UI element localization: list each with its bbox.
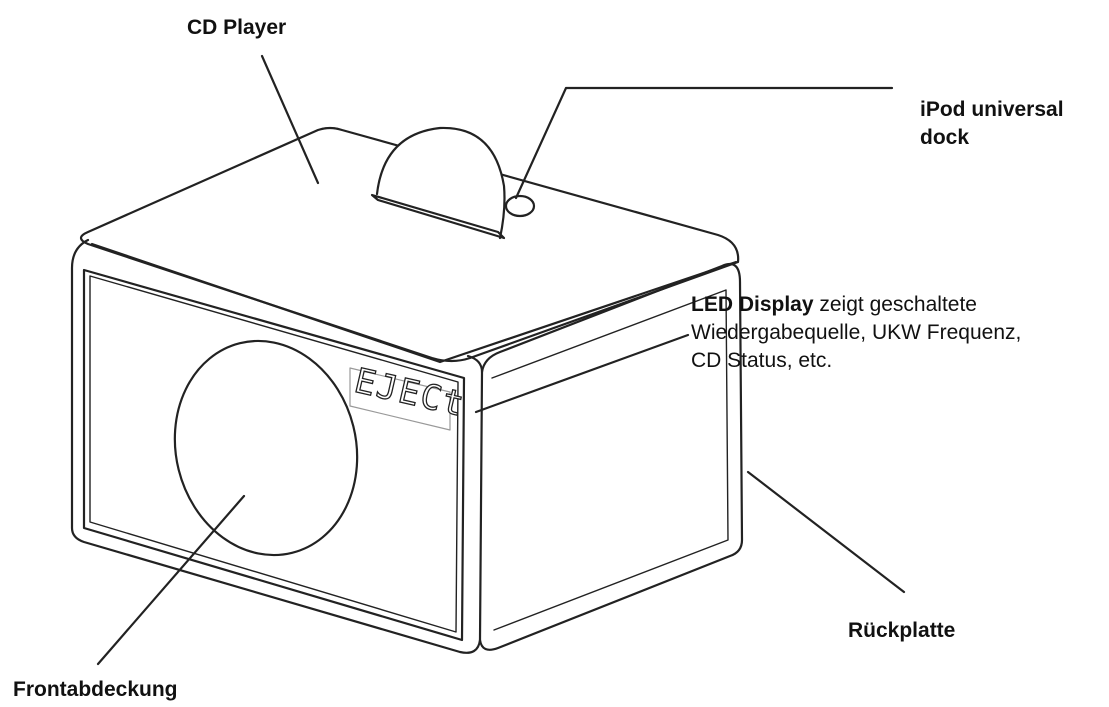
led-display-text: EJECt — [351, 361, 469, 425]
label-frontabdeckung: Frontabdeckung — [13, 678, 178, 701]
label-ipod-dock-line2: dock — [920, 126, 970, 149]
device-top-bevel — [90, 242, 738, 364]
cd-slot — [370, 193, 506, 240]
leader-frontabdeckung — [96, 494, 246, 666]
device-top-face — [79, 126, 740, 363]
led-display-frame — [349, 367, 451, 431]
leader-cd-player — [260, 54, 320, 185]
label-led-display: LED Display zeigt geschaltete Wiedergabe… — [691, 291, 1021, 375]
speaker-grill — [173, 339, 359, 557]
label-ipod-dock: iPod universal dock — [920, 96, 1105, 152]
device-front-bezel-inner — [89, 275, 459, 633]
label-led-display-rest: zeigt geschaltete — [813, 293, 977, 316]
label-cd-player: CD Player — [187, 16, 287, 39]
label-led-display-line2: Wiedergabequelle, UKW Frequenz, — [691, 321, 1022, 344]
ipod-dock — [504, 194, 536, 218]
device-front-bezel — [82, 268, 466, 642]
device-front-face — [70, 238, 484, 654]
label-led-display-line1: LED Display zeigt geschaltete — [691, 291, 1021, 319]
label-led-display-line3: CD Status, etc. — [691, 349, 833, 372]
label-led-display-bold: LED Display — [691, 293, 814, 316]
label-ipod-dock-line1: iPod universal — [920, 98, 1064, 121]
leader-led-display — [474, 333, 690, 414]
device-side-inner — [491, 289, 729, 631]
cd-disc — [375, 126, 506, 240]
leader-rueckplatte — [746, 470, 906, 594]
device-side-face — [478, 262, 744, 651]
leader-ipod-dock — [514, 86, 894, 200]
label-rueckplatte: Rückplatte — [848, 619, 956, 642]
